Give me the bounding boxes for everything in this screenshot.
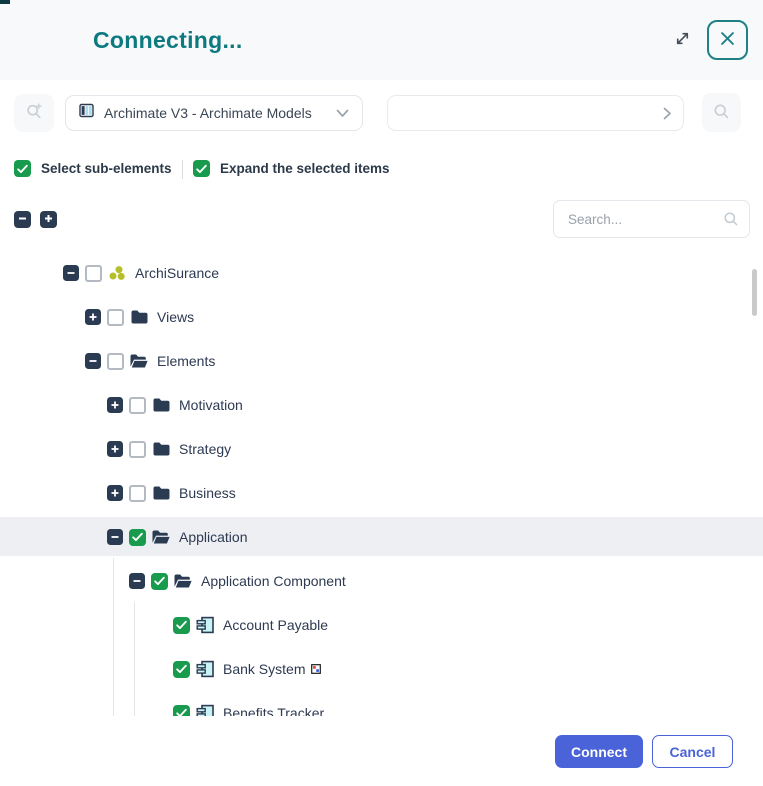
component-icon: [195, 660, 215, 678]
checkbox-unchecked-icon[interactable]: [129, 484, 146, 502]
tree-item-benefits-tracker[interactable]: Benefits Tracker: [151, 698, 324, 716]
tree-item-business[interactable]: Business: [107, 478, 236, 508]
option-label: Select sub-elements: [41, 161, 172, 176]
collapse-all-button[interactable]: [14, 211, 31, 228]
checkbox-checked-icon[interactable]: [14, 160, 31, 177]
tree-item-label: Strategy: [179, 441, 232, 457]
expand-all-button[interactable]: [40, 211, 57, 228]
plus-icon: [43, 212, 54, 227]
chevron-down-icon: [336, 109, 349, 118]
collapse-node-button[interactable]: [107, 529, 123, 545]
tree-item-label: Elements: [157, 353, 216, 369]
folder-open-icon: [129, 353, 149, 369]
maximize-button[interactable]: [671, 29, 693, 51]
checkbox-unchecked-icon[interactable]: [107, 308, 124, 326]
folder-closed-icon: [129, 309, 149, 325]
chevron-right-icon: [663, 107, 672, 125]
checkbox-checked-icon[interactable]: [129, 528, 146, 546]
modal-header: [0, 0, 763, 80]
checkbox-unchecked-icon[interactable]: [129, 440, 146, 458]
cancel-button[interactable]: Cancel: [652, 735, 733, 768]
option-label: Expand the selected items: [220, 161, 390, 176]
options-divider: [182, 160, 183, 179]
search-icon: [723, 211, 739, 232]
expand-node-button[interactable]: [107, 441, 123, 457]
expand-node-button[interactable]: [85, 309, 101, 325]
modal-title: Connecting...: [93, 27, 243, 53]
close-button[interactable]: [707, 20, 748, 60]
tree-search-input[interactable]: [553, 200, 750, 238]
tree-guideline: [134, 602, 135, 716]
tree-item-archisurance[interactable]: ArchiSurance: [63, 258, 219, 288]
tree-item-bank-system[interactable]: Bank System: [151, 654, 322, 684]
checkbox-unchecked-icon[interactable]: [85, 264, 102, 282]
collapse-node-button[interactable]: [85, 353, 101, 369]
tree-item-views[interactable]: Views: [85, 302, 194, 332]
archimate-model-icon: [107, 265, 127, 282]
checkbox-checked-icon[interactable]: [173, 704, 190, 716]
search-button[interactable]: [702, 93, 741, 132]
external-reference-icon: [311, 664, 322, 674]
expand-node-button[interactable]: [107, 397, 123, 413]
tree-item-label: Business: [179, 485, 236, 501]
folder-closed-icon: [151, 485, 171, 501]
zoom-add-button[interactable]: [14, 94, 54, 132]
tree-item-label: ArchiSurance: [135, 265, 220, 281]
selected-row-highlight: [0, 517, 763, 556]
tree-guideline: [113, 558, 114, 716]
tree-item-label: Benefits Tracker: [223, 705, 325, 716]
vertical-scrollbar-thumb[interactable]: [752, 269, 757, 316]
folder-open-icon: [173, 573, 193, 589]
tree-item-label: Application: [179, 529, 248, 545]
checkbox-unchecked-icon[interactable]: [129, 396, 146, 414]
collapse-node-button[interactable]: [129, 573, 145, 589]
tree-item-strategy[interactable]: Strategy: [107, 434, 231, 464]
collapse-node-button[interactable]: [63, 265, 79, 281]
diagonal-resize-icon: [674, 30, 691, 50]
option-expand-selected-items[interactable]: Expand the selected items: [193, 160, 390, 177]
tree-item-label: Account Payable: [223, 617, 329, 633]
checkbox-checked-icon[interactable]: [151, 572, 168, 590]
close-icon: [721, 32, 734, 48]
tree-item-motivation[interactable]: Motivation: [107, 390, 243, 420]
folder-closed-icon: [151, 441, 171, 457]
tree-item-label: Application Component: [201, 573, 346, 589]
model-type-select-value: Archimate V3 - Archimate Models: [104, 105, 312, 121]
tree-item-label: Motivation: [179, 397, 243, 413]
component-icon: [195, 704, 215, 716]
tree-item-application-component[interactable]: Application Component: [129, 566, 346, 596]
table-columns-icon: [79, 103, 94, 123]
target-element-input[interactable]: [387, 95, 684, 131]
screen-corner-artifact: [0, 0, 10, 4]
component-icon: [195, 616, 215, 634]
connect-button[interactable]: Connect: [555, 735, 643, 768]
option-select-sub-elements[interactable]: Select sub-elements: [14, 160, 172, 177]
checkbox-checked-icon[interactable]: [173, 616, 190, 634]
checkbox-checked-icon[interactable]: [193, 160, 210, 177]
expand-node-button[interactable]: [107, 485, 123, 501]
checkbox-unchecked-icon[interactable]: [107, 352, 124, 370]
search-icon: [713, 103, 730, 123]
minus-icon: [17, 212, 28, 227]
tree-item-application[interactable]: Application: [107, 522, 248, 552]
folder-open-icon: [151, 529, 171, 545]
tree-item-label: Bank System: [223, 661, 306, 677]
search-plus-icon: [26, 103, 43, 123]
folder-closed-icon: [151, 397, 171, 413]
tree-item-elements[interactable]: Elements: [85, 346, 215, 376]
model-type-select[interactable]: Archimate V3 - Archimate Models: [65, 95, 363, 131]
checkbox-checked-icon[interactable]: [173, 660, 190, 678]
tree-item-label: Views: [157, 309, 195, 325]
tree-item-account-payable[interactable]: Account Payable: [151, 610, 328, 640]
